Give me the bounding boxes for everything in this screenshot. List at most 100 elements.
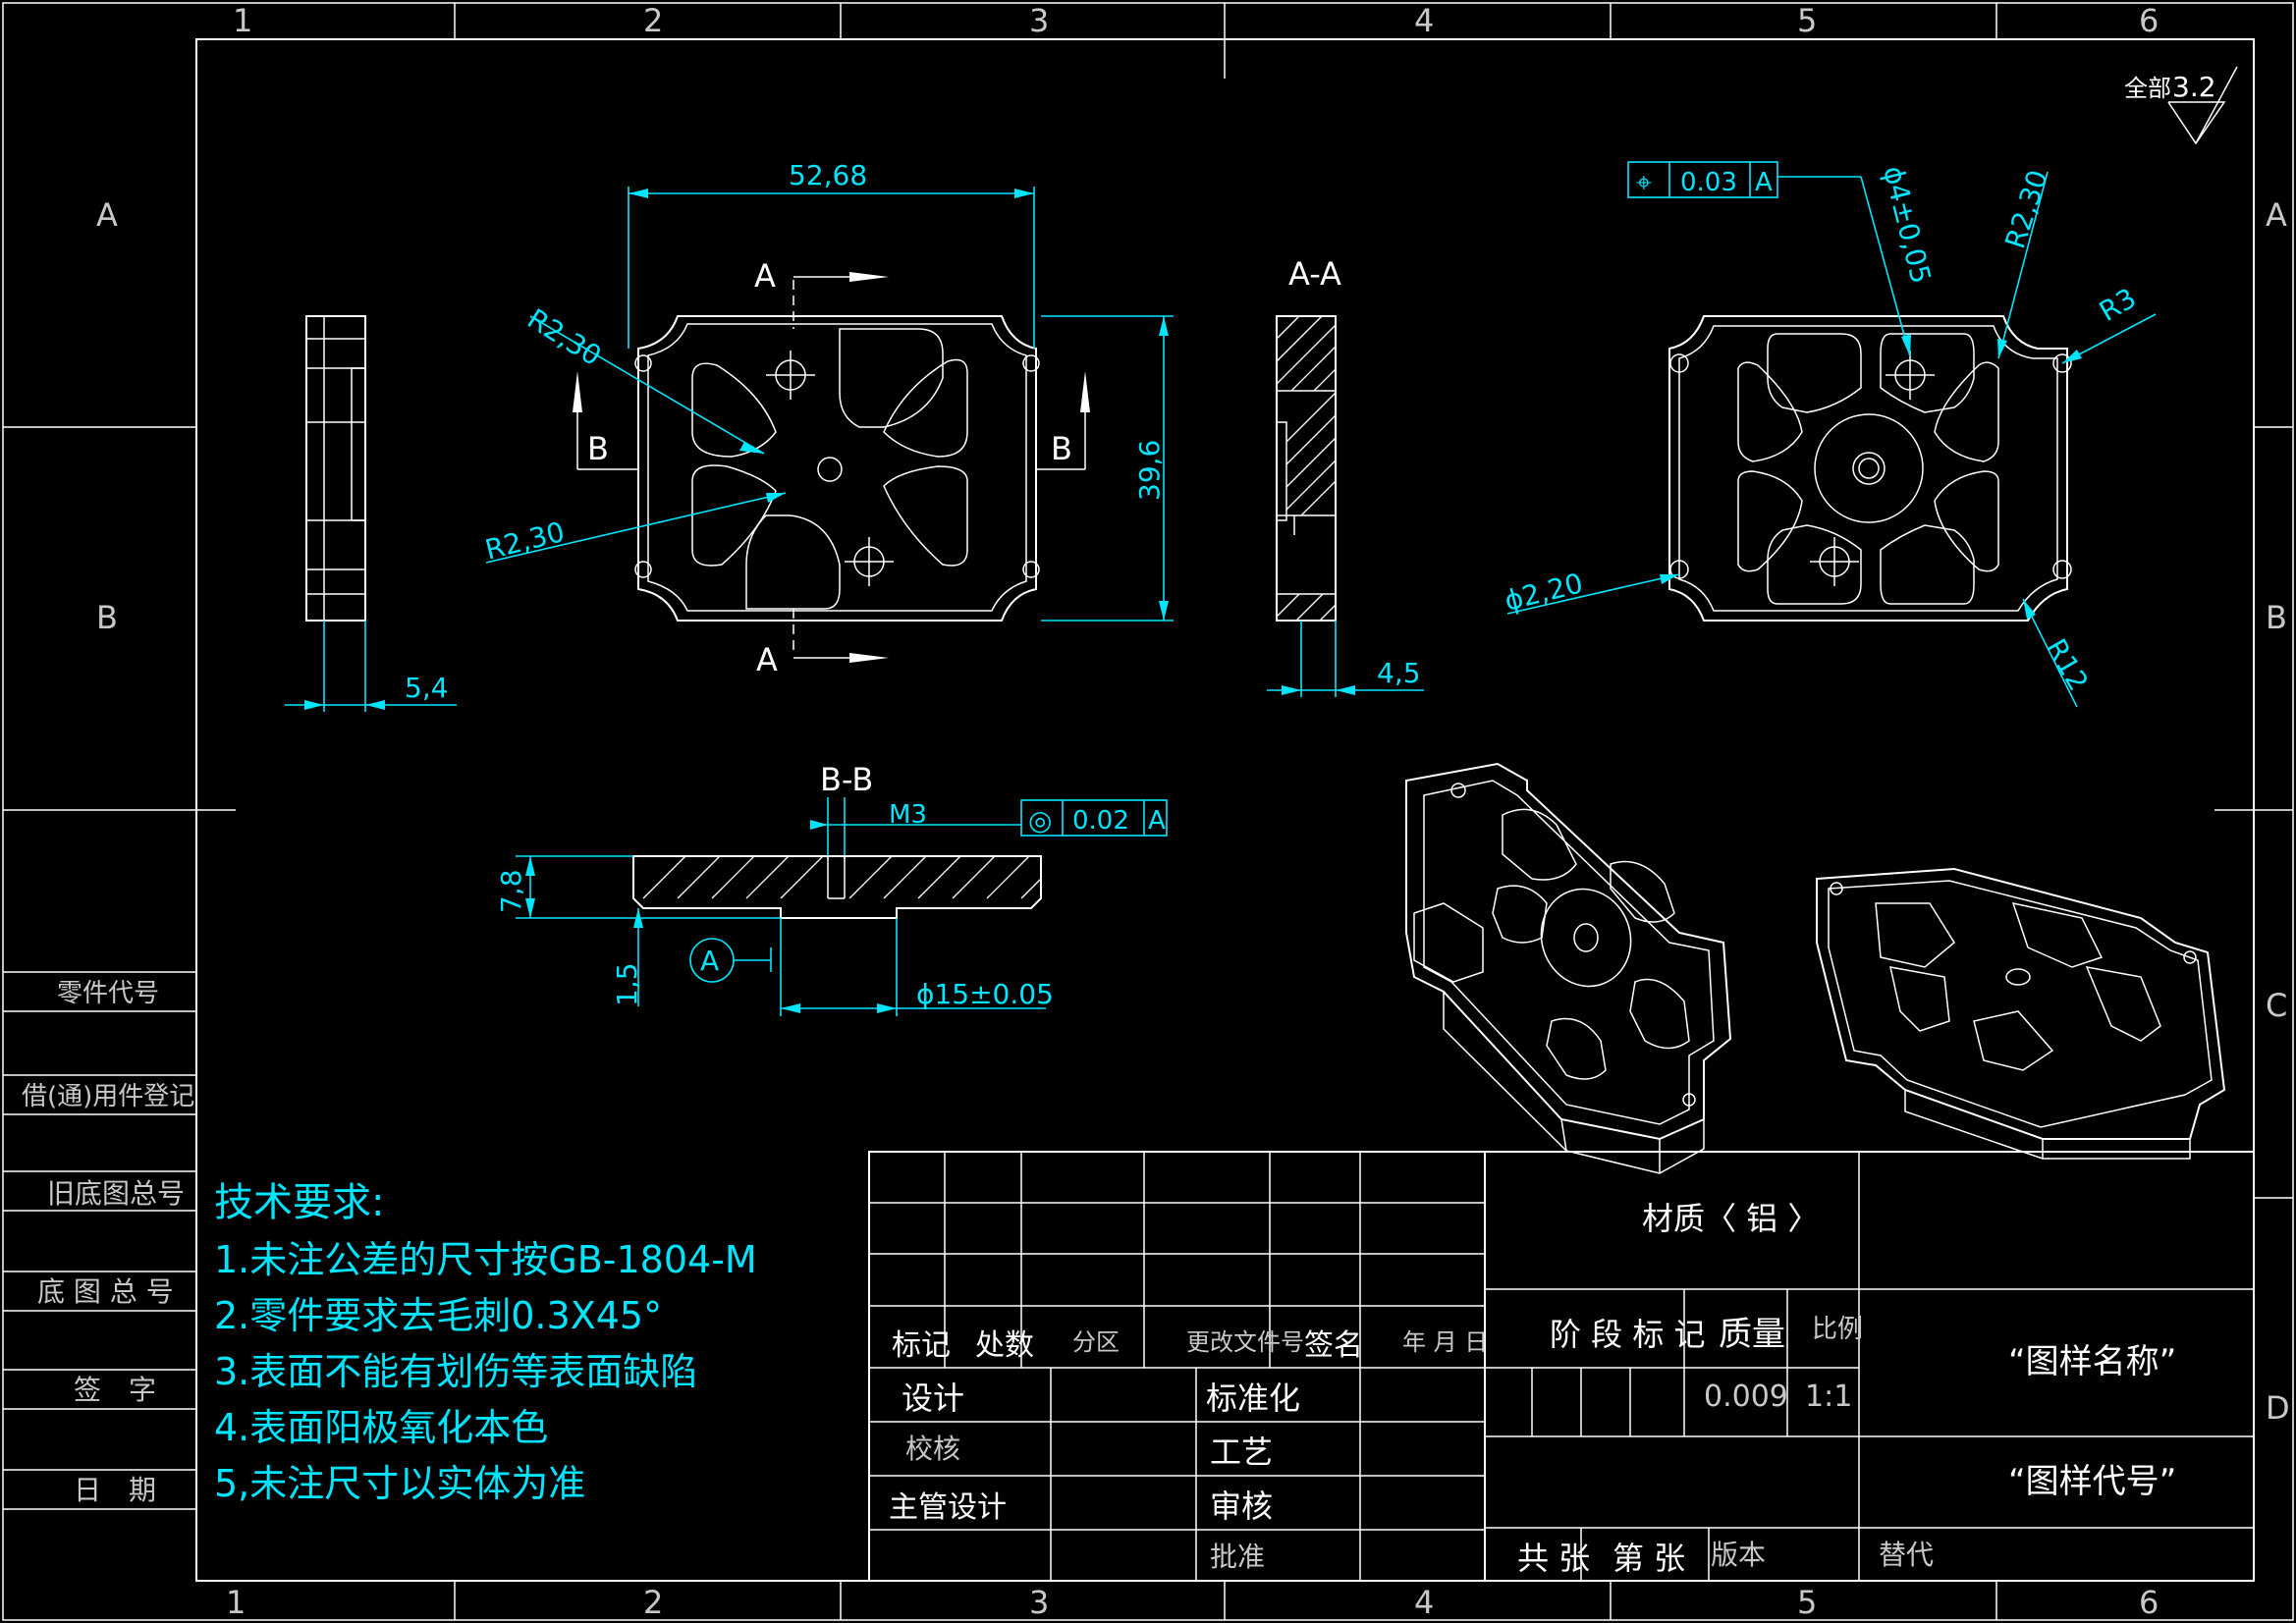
scale-value: 1:1 <box>1805 1380 1852 1414</box>
scale-label: 比例 <box>1812 1315 1863 1344</box>
technical-requirements: 技术要求: 1.未注公差的尺寸按GB-1804-M 2.零件要求去毛刺0.3X4… <box>214 1180 757 1505</box>
section-a-top: A <box>754 257 776 295</box>
material-label: 材质〈 铝 〉 <box>1642 1200 1819 1237</box>
bb-height-label: 7,8 <box>495 869 527 913</box>
row-label: C <box>2266 987 2287 1024</box>
dim-thickness: 5,4 <box>405 672 449 704</box>
radius-r3-label: R3 <box>2094 282 2142 328</box>
tolerance-value: 0.03 <box>1680 168 1737 197</box>
stage-mark-label: 阶 段 标 记 <box>1550 1316 1706 1353</box>
tech-req-title: 技术要求: <box>214 1180 384 1225</box>
col-label: 4 <box>1414 1584 1434 1621</box>
col-label: 3 <box>1029 1584 1049 1621</box>
thread-label: M3 <box>889 800 927 830</box>
datum-a-label: A <box>700 945 719 977</box>
change-doc-header: 更改文件号 <box>1186 1328 1304 1356</box>
section-b-right: B <box>1051 430 1072 467</box>
section-bb-title: B-B <box>820 761 873 798</box>
row-label: A <box>2266 196 2287 234</box>
tolerance-datum: A <box>1755 168 1773 197</box>
radius-r12-label: R12 <box>2040 633 2095 696</box>
drawing-total-number-label: 底 图 总 号 <box>37 1275 174 1308</box>
tech-req-item: 1.未注公差的尺寸按GB-1804-M <box>214 1238 757 1281</box>
section-a-bottom: A <box>756 641 778 678</box>
back-view: ⌖ 0.03 A ϕ4±0,05 R2,30 R3 R12 ϕ2,20 <box>1502 161 2157 708</box>
radius-r230-label: R2,30 <box>1998 166 2054 252</box>
bb-depth-label: 1,5 <box>611 962 643 1006</box>
col-label: 3 <box>1029 2 1049 39</box>
roughness-symbol: 全部 3.2 <box>2124 66 2238 145</box>
bb-tolerance-value: 0.02 <box>1072 806 1129 836</box>
isometric-view-1 <box>1405 762 1732 1174</box>
col-label: 2 <box>643 2 663 39</box>
isometric-view-2 <box>1816 867 2226 1160</box>
section-b-left: B <box>587 430 609 467</box>
drawing-name: “图样名称” <box>2008 1342 2176 1381</box>
col-label: 5 <box>1797 1584 1817 1621</box>
radius-bottom-label: R2,30 <box>482 515 568 567</box>
radius-top-label: R2,30 <box>521 302 607 372</box>
replace-label: 替代 <box>1879 1539 1934 1571</box>
borrow-register-label: 借(通)用件登记 <box>22 1082 194 1111</box>
tech-req-item: 4.表面阳极氧化本色 <box>214 1406 548 1449</box>
bb-tolerance-datum: A <box>1148 806 1166 836</box>
left-side-table: 零件代号 借(通)用件登记 旧底图总号 底 图 总 号 签 字 日 期 <box>3 971 196 1510</box>
sheet-number-label: 第 张 <box>1613 1540 1685 1577</box>
small-hole-label: ϕ2,20 <box>1502 567 1586 618</box>
col-label: 1 <box>233 2 252 39</box>
tech-req-item: 3.表面不能有划伤等表面缺陷 <box>214 1350 697 1393</box>
col-label: 5 <box>1797 2 1817 39</box>
bb-diameter-label: ϕ15±0.05 <box>916 978 1054 1010</box>
check-label: 校核 <box>905 1433 960 1465</box>
date-label: 日 期 <box>74 1474 156 1506</box>
mark-header: 标记 <box>892 1328 951 1363</box>
process-label: 工艺 <box>1210 1434 1273 1471</box>
zone-header: 分区 <box>1072 1328 1120 1356</box>
col-label: 6 <box>2139 1584 2159 1621</box>
position-tolerance-icon: ⌖ <box>1636 166 1652 198</box>
column-labels-top: 1 2 3 4 5 6 <box>233 2 2159 39</box>
roughness-label: 全部 <box>2124 75 2171 102</box>
total-sheets-label: 共 张 <box>1517 1540 1590 1577</box>
row-label: D <box>2266 1389 2290 1427</box>
design-label: 设计 <box>902 1380 964 1417</box>
row-label: B <box>96 599 118 636</box>
approve-label: 批准 <box>1210 1541 1265 1573</box>
title-block: 材质〈 铝 〉 标记 处数 分区 更改文件号 签名 年 月 日 设计 标准化 校… <box>868 1151 2255 1582</box>
roughness-value: 3.2 <box>2172 71 2216 103</box>
side-view: 5,4 <box>285 315 457 712</box>
section-aa-view: A-A 4,5 <box>1267 255 1424 697</box>
sign-header: 签名 <box>1304 1328 1363 1363</box>
review-label: 审核 <box>1210 1488 1273 1525</box>
col-label: 2 <box>643 1584 663 1621</box>
concentricity-icon: ◎ <box>1028 804 1052 837</box>
section-bb-view: B-B M3 ◎ 0.02 A <box>495 761 1168 1016</box>
drawing-code: “图样代号” <box>2008 1462 2176 1501</box>
row-label: B <box>2266 599 2287 636</box>
section-aa-title: A-A <box>1288 255 1341 293</box>
part-code-label: 零件代号 <box>57 979 159 1008</box>
mass-label: 质量 <box>1719 1315 1785 1354</box>
row-label: A <box>96 196 118 234</box>
dim-aa: 4,5 <box>1377 657 1421 689</box>
manager-design-label: 主管设计 <box>889 1490 1007 1525</box>
dim-width: 52,68 <box>789 159 867 191</box>
tech-req-item: 2.零件要求去毛刺0.3X45° <box>214 1294 662 1337</box>
row-labels-right: A B C D <box>2266 196 2290 1427</box>
dim-height: 39,6 <box>1133 440 1166 501</box>
front-view: 52,68 39,6 R2,30 R2,30 A A B B <box>482 159 1174 678</box>
row-labels-left: A B <box>96 196 118 636</box>
signature-label: 签 字 <box>74 1374 156 1406</box>
tech-req-item: 5,未注尺寸以实体为准 <box>214 1462 585 1505</box>
mass-value: 0.009 <box>1704 1380 1788 1414</box>
old-drawing-number-label: 旧底图总号 <box>47 1177 185 1210</box>
col-label: 1 <box>226 1584 246 1621</box>
version-label: 版本 <box>1711 1539 1766 1571</box>
date-header: 年 月 日 <box>1402 1328 1488 1356</box>
count-header: 处数 <box>975 1328 1034 1363</box>
standard-label: 标准化 <box>1206 1380 1300 1417</box>
col-label: 6 <box>2139 2 2159 39</box>
column-labels-bottom: 1 2 3 4 5 6 <box>226 1584 2159 1621</box>
col-label: 4 <box>1414 2 1434 39</box>
